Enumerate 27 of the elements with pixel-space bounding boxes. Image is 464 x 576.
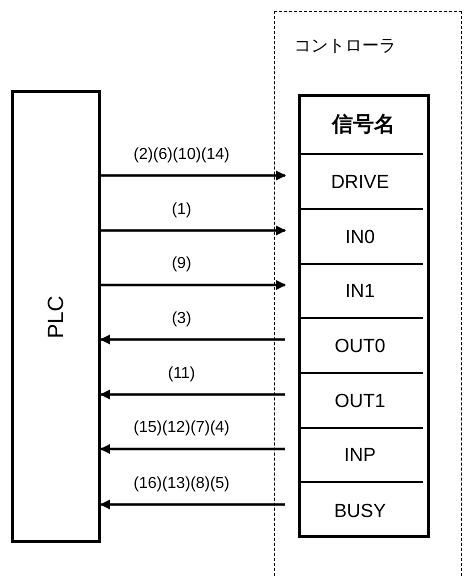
plc-box — [11, 90, 101, 543]
edge-label: (11) — [168, 364, 196, 382]
table-cell: OUT0 — [298, 316, 422, 372]
controller-title: コントローラ — [294, 35, 396, 57]
edge-label: (9) — [172, 255, 192, 273]
edge-label: (1) — [172, 200, 192, 218]
arrow — [101, 170, 286, 180]
edge-label: (3) — [172, 310, 192, 328]
arrow — [101, 226, 286, 236]
arrow — [100, 444, 285, 454]
arrow — [100, 390, 285, 400]
arrow — [101, 280, 286, 290]
table-cell: IN0 — [298, 208, 422, 262]
edge-label: (15)(12)(7)(4) — [134, 419, 230, 437]
table-header: 信号名 — [330, 112, 396, 138]
table-cell: BUSY — [298, 480, 422, 538]
table-cell: DRIVE — [298, 152, 422, 208]
table-cell: IN1 — [298, 262, 422, 316]
controller-region — [274, 11, 462, 576]
edge-label: (16)(13)(8)(5) — [134, 474, 230, 492]
table-cell: INP — [298, 426, 422, 480]
arrow — [100, 500, 285, 510]
table-cell: OUT1 — [298, 372, 422, 426]
plc-label: PLC — [43, 295, 69, 338]
arrow — [100, 334, 285, 344]
edge-label: (2)(6)(10)(14) — [134, 146, 230, 164]
signal-table — [298, 94, 430, 538]
